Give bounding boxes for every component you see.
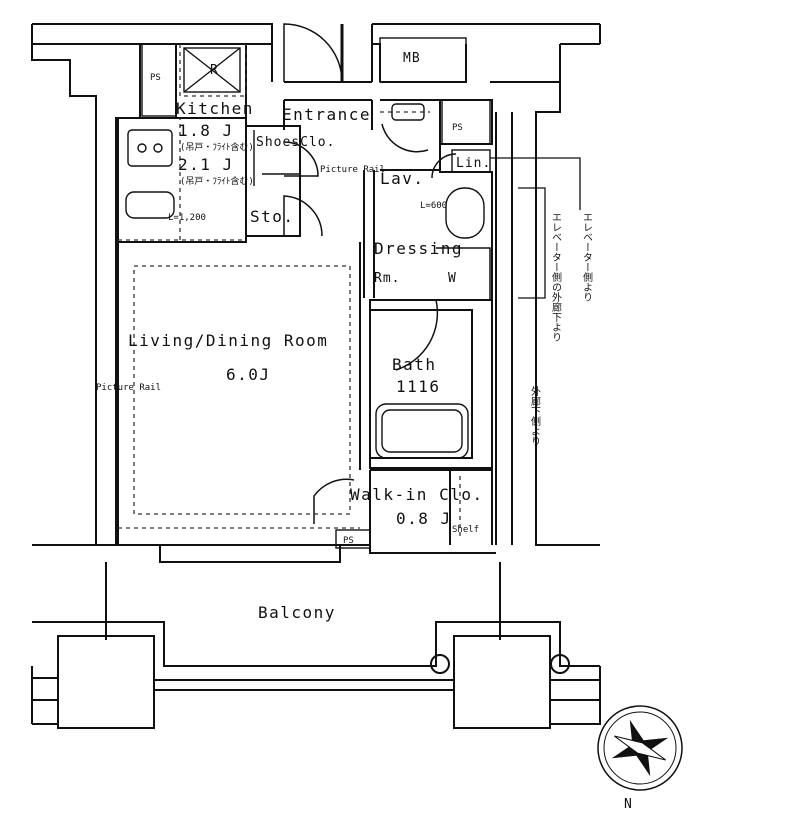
note-leaders [490,157,581,299]
fridge-label: R [210,63,219,78]
living-size-label: 6.0J [226,365,271,384]
balcony-structure [31,544,601,729]
washer-label: W [448,271,457,286]
shelf-label: Shelf [452,525,479,535]
doors [283,23,491,524]
fixtures [125,37,491,549]
kitchen-label: Kitchen [176,99,254,118]
lavatory-label: Lav. [380,169,425,188]
dressing-label: Dressing [374,239,463,258]
elevator-note-1: エレベーター側より [581,212,593,302]
kitchen-size-2: 2.1 J [178,155,234,174]
bath-size-label: 1116 [396,377,441,396]
picture-rail-left-label: Picture Rail [96,383,161,393]
ps-label-1: PS [150,73,161,83]
balcony-label: Balcony [258,603,336,622]
kitchen-note-1: (吊戸・ﾌﾗｲﾄ含む) [180,141,254,153]
walls [31,23,601,554]
compass-icon [597,705,683,791]
walk-in-closet-label: Walk-in Clo. [350,485,484,504]
counter-size-label: L=1,200 [168,213,206,223]
mb-label: MB [403,51,421,66]
elevator-note-2: エレベーター側の外廊下より [550,212,562,342]
dressing-rm-label: Rm. [374,271,400,286]
picture-rail-top-label: Picture Rail [320,165,385,175]
shoes-closet-label: ShoesClo. [256,135,335,150]
linen-label: Lin. [456,156,491,171]
lav-size-label: L=600 [420,201,447,211]
entrance-label: Entrance [282,105,371,124]
kitchen-note-2: (吊戸・ﾌﾗｲﾄ含む) [180,175,254,187]
living-label: Living/Dining Room [128,331,328,350]
ps-label-3: PS [343,536,354,546]
window-note: 外廊下側より [529,386,541,446]
ps-label-2: PS [452,123,463,133]
kitchen-size-1: 1.8 J [178,121,234,140]
bath-label: Bath [392,355,437,374]
north-label: N [624,797,633,812]
walk-in-size-label: 0.8 J [396,509,452,528]
storage-label: Sto. [250,207,295,226]
dashed-outlines [118,44,461,538]
